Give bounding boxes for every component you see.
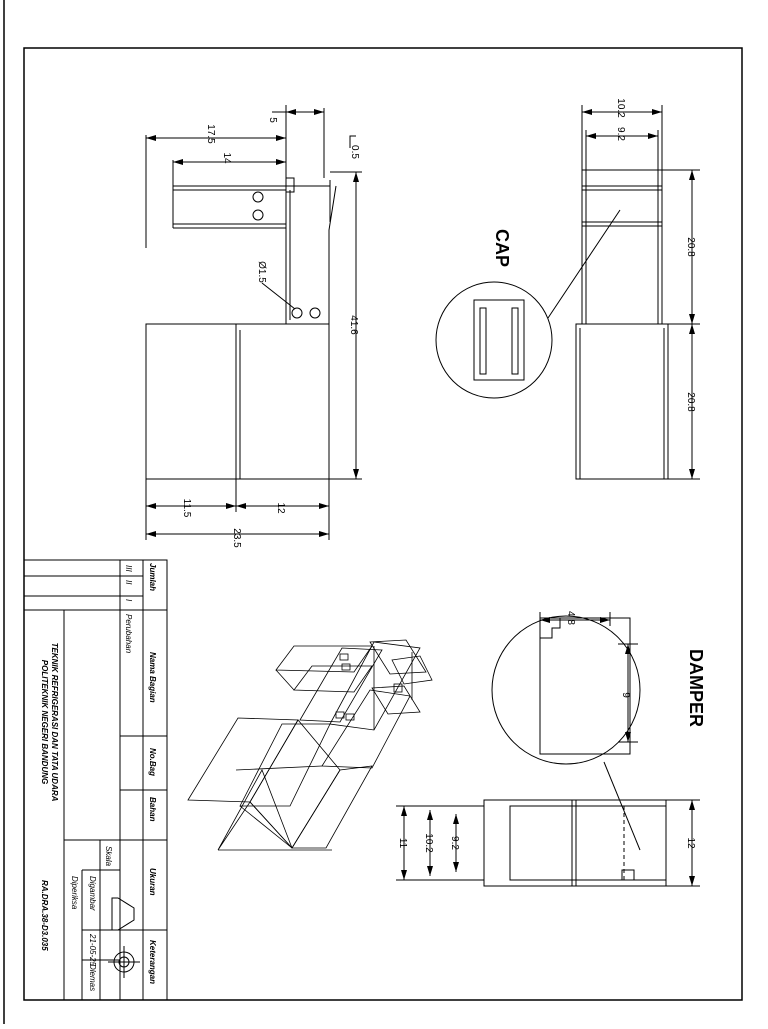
col-bahan: Bahan <box>148 797 157 822</box>
dim-9-2-top: 9.2 <box>615 127 626 141</box>
damper-arrows <box>401 617 695 886</box>
cap-detail-body <box>473 299 525 381</box>
ext-small <box>349 135 356 148</box>
damper-leader <box>603 761 641 851</box>
dim-0-5: 0.5 <box>349 145 360 159</box>
front-view-cap-bottom <box>581 221 663 227</box>
side-view-base-box <box>145 323 330 480</box>
hole-circle-4 <box>309 307 321 319</box>
iso-face-5 <box>291 765 373 849</box>
dim-41-6: 41.6 <box>348 315 359 335</box>
dim-14: 14 <box>221 152 232 164</box>
side-view-riser-right <box>328 185 337 324</box>
dim-4-8: 4.8 <box>565 611 576 625</box>
front-view <box>435 105 700 480</box>
hole-circle-1 <box>252 191 264 203</box>
cap-detail-slot-right <box>511 307 519 375</box>
iso-face-1 <box>187 717 299 803</box>
dim-9-2-bottom: 9.2 <box>449 836 460 850</box>
skala-label: Skala <box>104 846 113 867</box>
side-view-arrows <box>146 109 359 537</box>
title-block <box>23 559 168 1001</box>
iso-arm-end <box>275 669 295 691</box>
iso-face-2 <box>249 719 341 849</box>
iso-riser-3 <box>329 641 421 731</box>
dim-11-5: 11.5 <box>181 499 192 518</box>
isometric-view <box>187 639 433 851</box>
col-keterangan: Keterangan <box>148 940 157 984</box>
iso-bracket <box>393 683 403 693</box>
iso-cap-3 <box>371 685 421 715</box>
damper-view <box>396 612 700 887</box>
iso-hole-4 <box>345 713 355 721</box>
iso-riser-2 <box>299 647 383 723</box>
damper-inner <box>509 805 667 881</box>
dept-line-2: POLITEKNIK NEGERI BANDUNG <box>40 660 49 784</box>
damper-tab <box>621 869 635 881</box>
col-ukuran: Ukuran <box>148 868 157 896</box>
dim-17-5: 17.5 <box>205 124 216 144</box>
digambar-label: Digambar <box>88 876 97 911</box>
front-view-arrows <box>582 109 695 479</box>
col-jumlah: Jumlah <box>148 563 157 591</box>
side-view <box>145 105 362 540</box>
rev-ii: II <box>124 580 133 585</box>
side-view-riser <box>236 186 287 325</box>
cap-detail-slot-left <box>479 307 487 375</box>
iso-cap-2 <box>391 655 433 685</box>
dim-10-2-bottom: 10.2 <box>423 833 434 853</box>
projection-symbol-cone <box>111 897 135 931</box>
iso-line-1 <box>235 765 323 771</box>
damper-body <box>483 799 667 887</box>
iso-hole-1 <box>339 653 349 661</box>
iso-hole-3 <box>335 711 345 719</box>
rev-i: I <box>124 599 133 602</box>
dim-9: 9 <box>620 692 631 698</box>
iso-face-3 <box>217 769 293 851</box>
dim-11: 11 <box>397 838 408 849</box>
dim-20-8-upper: 20.8 <box>685 237 696 257</box>
diperiksa-label: Diperiksa <box>70 876 79 910</box>
perubahan-label: Perubahan <box>124 614 133 654</box>
drawing-number: RA.DRA.38-D3.035 <box>40 880 49 951</box>
iso-line-3 <box>239 805 293 849</box>
dim-dia-1-5: Ø1.5 <box>256 261 267 283</box>
leader-dia <box>261 282 296 310</box>
cap-leader <box>547 209 621 319</box>
dim-20-8-lower: 20.8 <box>685 392 696 412</box>
front-view-lower-box <box>575 323 669 480</box>
dept-line-1: TEKNIK REFRIGERASI DAN TATA UDARA <box>50 643 59 802</box>
iso-cap-1 <box>369 639 427 675</box>
iso-face-4 <box>239 723 331 807</box>
cap-detail-circle <box>435 281 553 399</box>
iso-arm-1 <box>275 645 373 673</box>
damper-detail-profile <box>539 617 631 755</box>
title-block-frame <box>23 559 168 1001</box>
iso-hole-2 <box>341 663 351 671</box>
front-view-upper-box <box>581 169 663 325</box>
dim-12-right: 12 <box>685 837 696 849</box>
dim-10-2-top: 10.2 <box>615 98 626 118</box>
hole-circle-2 <box>252 209 264 221</box>
iso-arm-2 <box>293 665 373 693</box>
side-view-bracket <box>285 177 295 193</box>
dim-23-5: 23.5 <box>231 528 242 548</box>
col-no-bag: No.Bag <box>148 748 157 776</box>
dim-12-bottom: 12 <box>275 502 286 514</box>
rev-iii: III <box>124 565 133 572</box>
title-block-text: Jumlah Nama Bagian No.Bag Bahan Ukuran K… <box>40 563 157 991</box>
dim-5: 5 <box>267 117 278 123</box>
hole-circle-3 <box>291 307 303 319</box>
damper-label: DAMPER <box>686 649 706 727</box>
cap-label: CAP <box>492 229 512 267</box>
date-value: 21-05-25 <box>88 933 97 967</box>
col-nama-bagian: Nama Bagian <box>148 652 157 703</box>
drawn-by-value: Dlemas <box>88 964 97 991</box>
drawing-frame <box>23 47 743 1001</box>
front-view-cap-top <box>581 185 663 191</box>
damper-detail-circle <box>491 615 641 765</box>
